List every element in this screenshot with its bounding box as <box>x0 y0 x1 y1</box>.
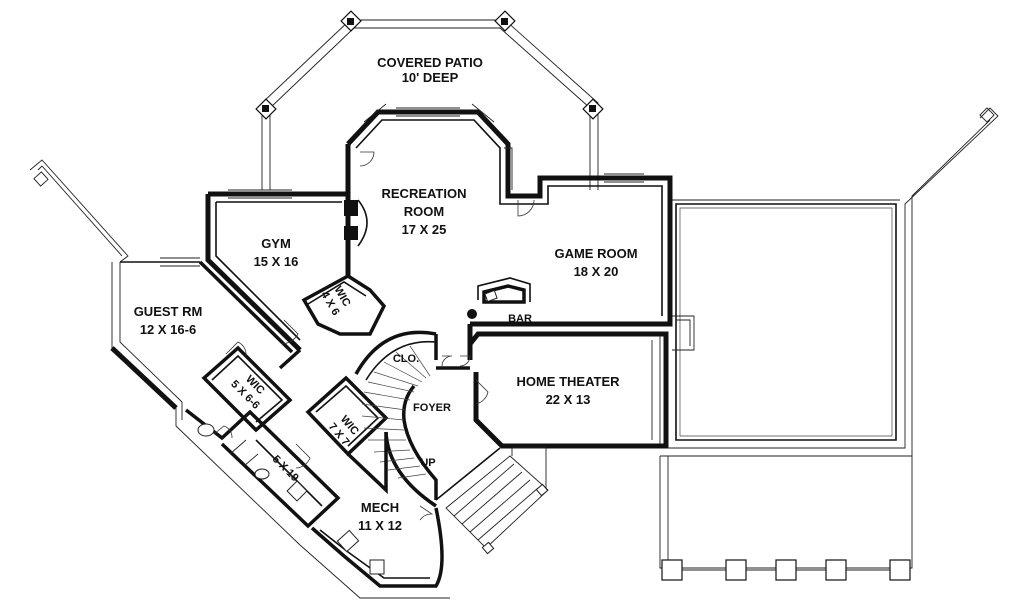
clo-label: CLO. <box>393 353 419 365</box>
gym-size: 15 X 16 <box>254 254 299 269</box>
mech-size: 11 X 12 <box>358 518 402 533</box>
gym-label: GYM <box>261 236 291 251</box>
interior-walls <box>160 103 663 588</box>
covered-patio-size: 10' DEEP <box>402 70 459 85</box>
covered-patio-outline <box>255 10 604 190</box>
home-theater-label: HOME THEATER <box>516 374 620 389</box>
recreation-room-size: 17 X 25 <box>402 222 447 237</box>
guest-rm-label: GUEST RM <box>134 304 203 319</box>
up-label: UP <box>420 457 435 469</box>
game-room-label: GAME ROOM <box>554 246 637 261</box>
home-theater-size: 22 X 13 <box>546 392 591 407</box>
foyer-label: FOYER <box>413 402 451 414</box>
game-room-size: 18 X 20 <box>574 264 619 279</box>
recreation-room-label-line1: RECREATION <box>382 186 467 201</box>
mech-label: MECH <box>361 500 399 515</box>
bar-label: BAR <box>508 313 532 325</box>
right-wing-outline <box>659 107 999 581</box>
recreation-room-label-line2: ROOM <box>404 204 444 219</box>
room-labels: COVERED PATIO 10' DEEP RECREATION ROOM 1… <box>134 55 638 533</box>
guest-rm-size: 12 X 16-6 <box>140 322 196 337</box>
covered-patio-label: COVERED PATIO <box>377 55 483 70</box>
stair-treads <box>361 345 431 479</box>
